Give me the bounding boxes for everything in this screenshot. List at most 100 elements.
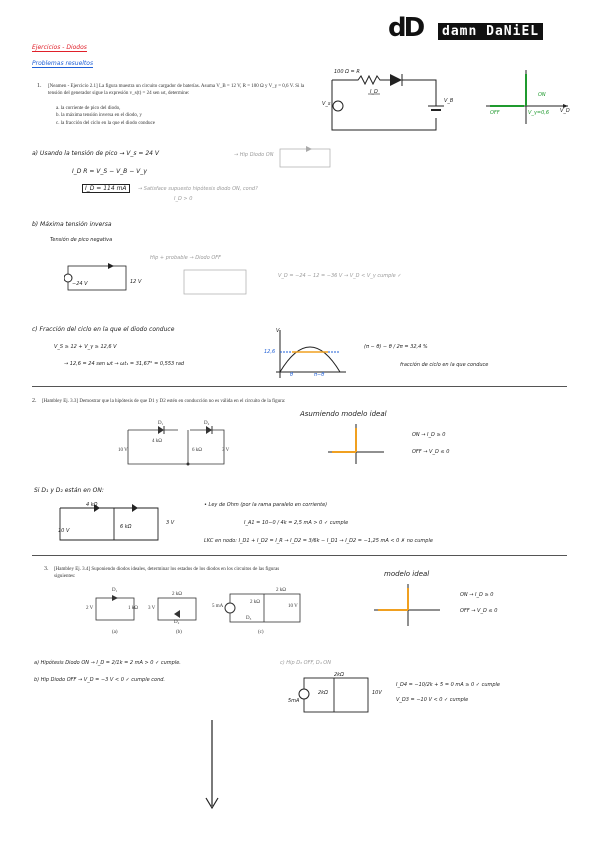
circuit-2-d2: D₂ — [204, 421, 210, 426]
p1-b-title: b) Máxima tensión inversa — [32, 221, 112, 228]
diode-model-graph-2 — [328, 424, 384, 464]
p1-a-mini-circuit — [279, 146, 331, 168]
p1-a-title: a) Usando la tensión de pico → V_s = 24 … — [32, 150, 159, 157]
p3-c-label-r1: 2kΩ — [334, 672, 344, 678]
p3-c-eq1: I_D4 = −10/2k + 5 = 0 mA ≥ 0 ✓ cumple — [396, 682, 501, 688]
separator-1 — [32, 386, 567, 387]
circuit-2-v1: 10 V — [118, 448, 128, 453]
p2-model-title: Asumiendo modelo ideal — [300, 410, 387, 418]
circuit-3c-r1: 2 kΩ — [250, 600, 260, 605]
logo-text: damn DaNiEL — [438, 23, 544, 40]
circuit-3c — [224, 593, 301, 623]
circuit-3b-d: D₂ — [174, 620, 180, 625]
circuit-3b-r: 2 kΩ — [172, 592, 182, 597]
p3-a: a) Hipótesis Diodo ON → I_D = 2/1k = 2 m… — [34, 660, 181, 666]
p2-kvl: • Ley de Ohm (por la rama paralelo en co… — [204, 502, 328, 508]
p3-model-title: modelo ideal — [384, 570, 430, 578]
circuit-2-r2: 6 kΩ — [192, 448, 202, 453]
p2-eq1: I_A1 = 10−0 / 4k = 2,5 mA > 0 ✓ cumple — [244, 520, 349, 526]
p1-a-eq2: I_D = 114 mA — [82, 184, 130, 193]
p1-b-hip: Hip + probable → Diodo OFF — [150, 255, 222, 261]
p1-a-note2: → Satisface supuesto hipótesis diodo ON,… — [138, 186, 258, 192]
p2-model-on: ON → I_D ≥ 0 — [412, 432, 446, 438]
down-arrow-icon — [205, 720, 219, 810]
p3-c: c) Hip D₃ OFF, D₄ ON — [280, 660, 331, 666]
p1-c-sine-graph — [276, 330, 346, 378]
circuit-3a — [95, 595, 135, 621]
p3-model-on: ON → I_D ≥ 0 — [460, 592, 494, 598]
problem-3-text: [Hambley Ej. 3.4] Suponiendo diodos idea… — [54, 567, 280, 579]
p1-c-axis-pitheta: π−θ — [314, 372, 325, 378]
circuit-battery-charger — [331, 74, 444, 131]
p3-c-hand-circuit — [298, 677, 369, 713]
p3-c-label-v: 10V — [372, 690, 382, 696]
circuit-3a-v: 2 V — [86, 606, 94, 611]
p1-c-axis-theta: θ — [290, 372, 294, 378]
circuit-3b — [157, 597, 197, 621]
p2-label-6k: 6 kΩ — [120, 524, 132, 530]
circuit-3c-r2: 2 kΩ — [276, 588, 286, 593]
problem-1-item-b: b. la máxima tensión inversa en el diodo… — [56, 113, 142, 118]
p1-a-note3: I_D > 0 — [174, 196, 193, 202]
problem-2-text: [Hambley Ej. 3.3] Demostrar que la hipót… — [42, 399, 286, 404]
p1-a-note: → Hip Diodo ON — [234, 152, 274, 158]
logo: dD damn DaNiEL — [388, 13, 566, 47]
circuit-1-vs-label: V_s — [322, 101, 331, 107]
problem-1-item-c: c. la fracción del ciclo en la que el di… — [56, 121, 155, 126]
graph-1-vg-label: V_γ=0,6 — [528, 110, 550, 116]
p1-c-axis-126: 12,6 — [264, 349, 276, 355]
p1-b-circuit — [64, 263, 127, 291]
separator-2 — [32, 555, 567, 556]
circuit-3c-v2: 10 V — [288, 604, 298, 609]
p3-model-off: OFF → V_D ≤ 0 — [460, 608, 498, 614]
p2-eq2: LKC en nodo: I_D1 + I_D2 = I_R → I_D2 = … — [204, 538, 433, 544]
p1-b-circuit-gray — [183, 269, 247, 295]
circuit-3b-v: 3 V — [148, 606, 156, 611]
graph-1-on-label: ON — [538, 92, 546, 98]
p2-model-off: OFF → V_D ≤ 0 — [412, 449, 450, 455]
p1-b-eq: V_D = −24 − 12 = −36 V → V_D < V_γ cumpl… — [278, 273, 402, 279]
circuit-two-diodes — [127, 426, 225, 466]
p3-b: b) Hip Diodo OFF → V_D = −3 V < 0 ✓ cump… — [34, 677, 165, 683]
problem-1-number: 1. — [37, 83, 42, 89]
logo-mark: dD — [388, 13, 425, 43]
p3-c-eq2: V_D3 = −10 V < 0 ✓ cumple — [396, 697, 469, 703]
p2-label-10v: 10 V — [58, 528, 70, 534]
graph-1-vd-label: V_D — [560, 108, 570, 114]
circuit-1-vb-label: V_B — [444, 98, 454, 104]
circuit-2-r1: 4 kΩ — [152, 439, 162, 444]
p1-c-axis-v: V — [276, 328, 280, 334]
p1-c-frac: (π − θ) − θ / 2π = 32,4 % — [364, 344, 428, 350]
page-title: Ejercicios - Diodos — [32, 44, 87, 52]
diode-model-graph-3 — [374, 584, 440, 626]
problem-1-item-a: a. la corriente de pico del diodo, — [56, 106, 121, 111]
p2-hand-circuit — [59, 504, 159, 541]
circuit-2-d1: D₁ — [158, 421, 164, 426]
circuit-3c-i: 5 mA — [212, 604, 224, 609]
circuit-2-v2: 3 V — [222, 448, 230, 453]
problem-1-text: [Neamen - Ejercicio 2.1] La figura muest… — [48, 84, 305, 96]
circuit-3a-caption: (a) — [112, 630, 118, 635]
p2-label-4k: 4 kΩ — [86, 502, 98, 508]
circuit-3c-caption: (c) — [258, 630, 264, 635]
circuit-3a-r: 1 kΩ — [128, 606, 138, 611]
p1-c-eq2: → 12,6 = 24 sen ωt → ωt₁ = 31,67° = 0,55… — [64, 361, 185, 367]
circuit-3c-d: D₃ — [246, 616, 252, 621]
p1-a-eq1: I_D R = V_S − V_B − V_γ — [72, 168, 147, 175]
p1-b-v1: −24 V — [72, 281, 88, 287]
circuit-1-r-label: 100 Ω = R — [334, 69, 360, 75]
graph-1-off-label: OFF — [490, 110, 500, 116]
p1-b-sub: Tensión de pico negativa — [50, 237, 113, 243]
p2-label-3v: 3 V — [166, 520, 175, 526]
circuit-3a-d: D₁ — [112, 588, 118, 593]
p3-c-label-r2: 2kΩ — [318, 690, 328, 696]
page-subtitle: Problemas resueltos — [32, 60, 94, 68]
p1-c-note: fracción de ciclo en la que conduce — [400, 362, 489, 368]
circuit-1-id-label: I_D — [370, 89, 378, 95]
diode-model-graph-1 — [486, 70, 568, 124]
circuit-3b-caption: (b) — [176, 630, 182, 635]
p1-c-eq1: V_S ≥ 12 + V_γ ≥ 12,6 V — [54, 344, 117, 350]
p1-b-v2: 12 V — [130, 279, 142, 285]
p2-hyp: Si D₁ y D₂ están en ON: — [34, 487, 104, 494]
problem-3-number: 3. — [44, 566, 49, 572]
